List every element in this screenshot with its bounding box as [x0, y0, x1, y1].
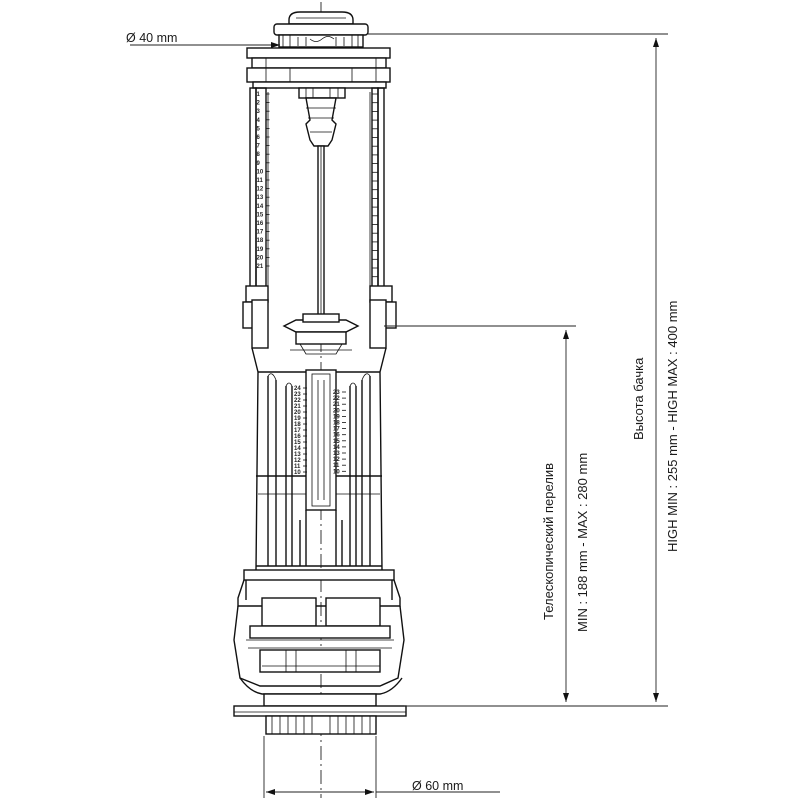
tank-height-dimension: Высота бачка HIGH MIN : 255 mm - HIGH MA… [368, 33, 680, 707]
inner-left-number-10: 10 [294, 470, 301, 476]
lower-base [233, 569, 407, 735]
inner-right-number-23: 23 [333, 390, 340, 396]
inner-right-number-21: 21 [333, 402, 340, 408]
middle-collar [242, 285, 397, 355]
upper-scale-number-4: 4 [257, 118, 261, 124]
inner-right-number-10: 10 [333, 469, 340, 475]
inner-left-number-11: 11 [294, 464, 301, 470]
upper-scale-number-13: 13 [257, 195, 264, 201]
top-diameter-dimension: Ø 40 mm [126, 31, 280, 48]
upper-scale-number-21: 21 [257, 264, 264, 270]
upper-scale-number-18: 18 [257, 238, 264, 244]
inner-right-number-15: 15 [333, 439, 340, 445]
central-rod [305, 97, 337, 317]
inner-left-number-22: 22 [294, 398, 301, 404]
upper-scale-number-14: 14 [257, 204, 264, 210]
overflow-range: MIN : 188 mm - MAX : 280 mm [575, 453, 590, 632]
upper-scale-number-1: 1 [257, 92, 261, 98]
inner-left-number-12: 12 [294, 458, 301, 464]
inner-right-number-14: 14 [333, 445, 340, 451]
inner-right-number-17: 17 [333, 427, 340, 433]
inner-left-number-14: 14 [294, 446, 301, 452]
push-button [273, 11, 369, 48]
upper-scale-number-17: 17 [257, 230, 264, 236]
upper-scale-number-8: 8 [257, 152, 261, 158]
inner-left-number-16: 16 [294, 434, 301, 440]
inner-left-number-19: 19 [294, 416, 301, 422]
upper-scale-number-6: 6 [257, 135, 261, 141]
inner-left-number-21: 21 [294, 404, 301, 410]
inner-right-number-19: 19 [333, 414, 340, 420]
inner-right-number-16: 16 [333, 433, 340, 439]
inner-left-number-20: 20 [294, 410, 301, 416]
inner-left-number-15: 15 [294, 440, 301, 446]
overflow-height-dimension: Телескопический перелив MIN : 188 mm - M… [384, 325, 590, 707]
cage-body [245, 347, 393, 600]
upper-scale-number-19: 19 [257, 247, 264, 253]
inner-right-number-18: 18 [333, 421, 340, 427]
overflow-title: Телескопический перелив [541, 463, 556, 620]
inner-right-number-12: 12 [333, 457, 340, 463]
inner-left-number-24: 24 [294, 386, 301, 392]
bottom-diameter-label: Ø 60 mm [412, 779, 463, 793]
upper-scale-number-5: 5 [257, 126, 261, 132]
inner-left-number-23: 23 [294, 392, 301, 398]
upper-head [246, 47, 391, 99]
upper-scale-number-3: 3 [257, 109, 261, 115]
inner-left-number-17: 17 [294, 428, 301, 434]
upper-scale-number-11: 11 [257, 178, 264, 184]
upper-scale-number-12: 12 [257, 187, 264, 193]
tank-title: Высота бачка [631, 357, 646, 440]
inner-right-number-22: 22 [333, 396, 340, 402]
inner-left-number-13: 13 [294, 452, 301, 458]
inner-right-number-11: 11 [333, 463, 340, 469]
upper-scale-number-20: 20 [257, 255, 264, 261]
upper-scale-number-9: 9 [257, 161, 261, 167]
upper-scale-number-16: 16 [257, 221, 264, 227]
inner-right-number-20: 20 [333, 408, 340, 414]
tank-range: HIGH MIN : 255 mm - HIGH MAX : 400 mm [665, 301, 680, 552]
inner-right-number-13: 13 [333, 451, 340, 457]
upper-scale-number-10: 10 [257, 169, 264, 175]
upper-scale-number-2: 2 [257, 101, 261, 107]
top-diameter-label: Ø 40 mm [126, 31, 177, 45]
bottom-diameter-dimension: Ø 60 mm [263, 736, 500, 798]
upper-scale-number-7: 7 [257, 144, 261, 150]
upper-scale-number-15: 15 [257, 212, 264, 218]
inner-left-number-18: 18 [294, 422, 301, 428]
